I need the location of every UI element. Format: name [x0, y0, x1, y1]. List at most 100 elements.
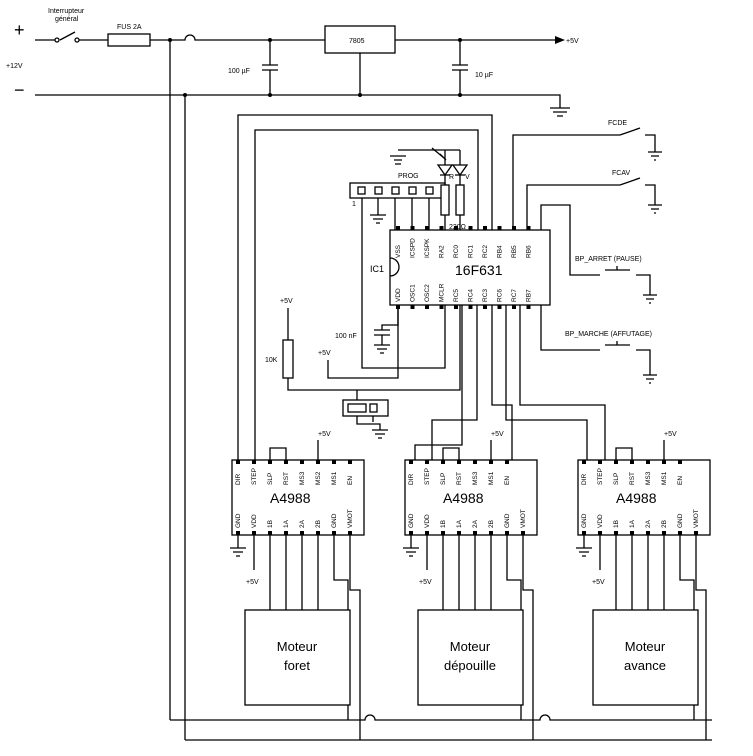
led-r-label: R: [449, 174, 454, 181]
driver-pin-label: VMOT: [520, 509, 527, 528]
driver-pin-label: MS3: [299, 471, 306, 485]
motor-name: avance: [624, 658, 666, 673]
mcu-pin-label: RC5: [453, 289, 460, 302]
switch-contact-icon: [74, 37, 80, 43]
driver-pin-label: DIR: [235, 474, 242, 486]
reset-circuit: +5V 10K +5V: [265, 298, 461, 439]
led-resistor-v: [455, 184, 465, 216]
mcu-pin-label: RB4: [497, 245, 504, 258]
mcu-cap-label: 100 nF: [335, 333, 357, 340]
prog-label: PROG: [398, 173, 419, 180]
driver-pin-label: MS2: [315, 471, 322, 485]
driver-pin-label: STEP: [251, 468, 258, 485]
bp-marche-label: BP_MARCHE (AFFUTAGE): [565, 331, 652, 338]
mcu-pin-label: RB6: [526, 245, 533, 258]
switch-label-2: général: [55, 16, 79, 23]
mcu-pin-label: VDD: [395, 288, 402, 302]
rail-ground: [35, 94, 570, 117]
mcu-pin-label: RC0: [453, 245, 460, 258]
mcu-body: [389, 229, 551, 306]
driver-pin-label: 1A: [629, 519, 636, 528]
mcu-pin-label: RC1: [468, 245, 475, 258]
driver-pin-label: MS1: [661, 471, 668, 485]
mcu-pin-label: RB5: [511, 245, 518, 258]
driver-pin-label: RST: [456, 472, 463, 485]
prog-pin1: 1: [352, 201, 356, 208]
switch-contact-icon: [54, 37, 60, 43]
prog-connector: [349, 182, 446, 199]
driver-pin-label: GND: [581, 513, 588, 528]
driver-pin-label: VMOT: [693, 509, 700, 528]
bp-arret-label: BP_ARRET (PAUSE): [575, 256, 642, 263]
mcu-pin-label: RA2: [439, 245, 446, 258]
out-5v-label: +5V: [566, 38, 579, 45]
motor-label: Moteur: [625, 639, 666, 654]
driver-pin-label: GND: [331, 513, 338, 528]
cap-in-label: 100 µF: [228, 68, 250, 75]
regulator-label: 7805: [349, 38, 365, 45]
cap-out-label: 10 µF: [475, 72, 493, 79]
driver-name: A4988: [616, 490, 657, 506]
stepper-motor: Moteur foret: [244, 609, 351, 706]
led-resistor-label: 220Ω: [449, 224, 466, 231]
motor-label: Moteur: [277, 639, 318, 654]
input-voltage-label: +12V: [6, 63, 23, 70]
mcu-pin-label: RC4: [468, 289, 475, 302]
mcu-pin-label: RC6: [497, 289, 504, 302]
mcu-ref: IC1: [370, 264, 384, 274]
status-leds: R V 220Ω: [390, 147, 470, 231]
driver-pin-label: MS1: [331, 471, 338, 485]
driver-pin-label: SLP: [267, 473, 274, 485]
driver-pin-label: 1A: [456, 519, 463, 528]
driver-pin-label: DIR: [581, 474, 588, 486]
mcu-pin-label: ICSPD: [410, 238, 417, 258]
led-resistor-r: [440, 184, 450, 216]
mcu-part: 16F631: [455, 262, 503, 278]
mcu-pin-label: RC7: [511, 289, 518, 302]
driver-vdd-label: +5V: [419, 579, 432, 586]
driver-pin-label: DIR: [408, 474, 415, 486]
mcu-pin-label: OSC1: [410, 284, 417, 302]
driver-pin-label: EN: [504, 476, 511, 485]
motor-name: foret: [284, 658, 310, 673]
driver-pin-label: 2B: [488, 520, 495, 528]
driver-vcc-label: +5V: [318, 431, 331, 438]
driver-vcc-label: +5V: [491, 431, 504, 438]
driver-boards: A4988 DIR STEP SLP RST MS3 MS2 MS1 EN GND VDD 1B 1A 2…: [230, 431, 711, 740]
mcu-pin-label: RC3: [482, 289, 489, 302]
motor-label: Moteur: [450, 639, 491, 654]
driver-pin-label: 1A: [283, 519, 290, 528]
stepper-motor: Moteur avance: [592, 609, 699, 706]
switches: FCDE FCAV BP_ARRET (PAUSE) BP_MARCHE (AF…: [512, 120, 662, 384]
driver-vcc-label: +5V: [664, 431, 677, 438]
driver-pin-label: 2A: [472, 519, 479, 528]
driver-pin-label: SLP: [613, 473, 620, 485]
rail-12v: [35, 31, 560, 41]
led-green-icon: [451, 164, 469, 177]
driver-pin-label: 2B: [315, 520, 322, 528]
fuse: [107, 33, 151, 47]
mcu-pin-label: MCLR: [439, 283, 446, 302]
driver-pin-label: STEP: [597, 468, 604, 485]
driver-vdd-label: +5V: [592, 579, 605, 586]
fcde-label: FCDE: [608, 120, 627, 127]
driver-pin-label: 2A: [299, 519, 306, 528]
mcu-to-driver-wiring: [237, 114, 606, 460]
driver-pin-label: VDD: [424, 514, 431, 528]
driver-pin-label: 1B: [267, 520, 274, 528]
mcu-pin-label: RB7: [526, 289, 533, 302]
driver-name: A4988: [270, 490, 311, 506]
driver-pin-label: VMOT: [347, 509, 354, 528]
driver-pin-label: 1B: [613, 520, 620, 528]
driver-pin-label: 2A: [645, 519, 652, 528]
reset-resistor: [282, 339, 294, 379]
reset-resistor-label: 10K: [265, 357, 278, 364]
motor-power-bus: [170, 714, 712, 741]
jumper-vcc-label: +5V: [318, 350, 331, 357]
